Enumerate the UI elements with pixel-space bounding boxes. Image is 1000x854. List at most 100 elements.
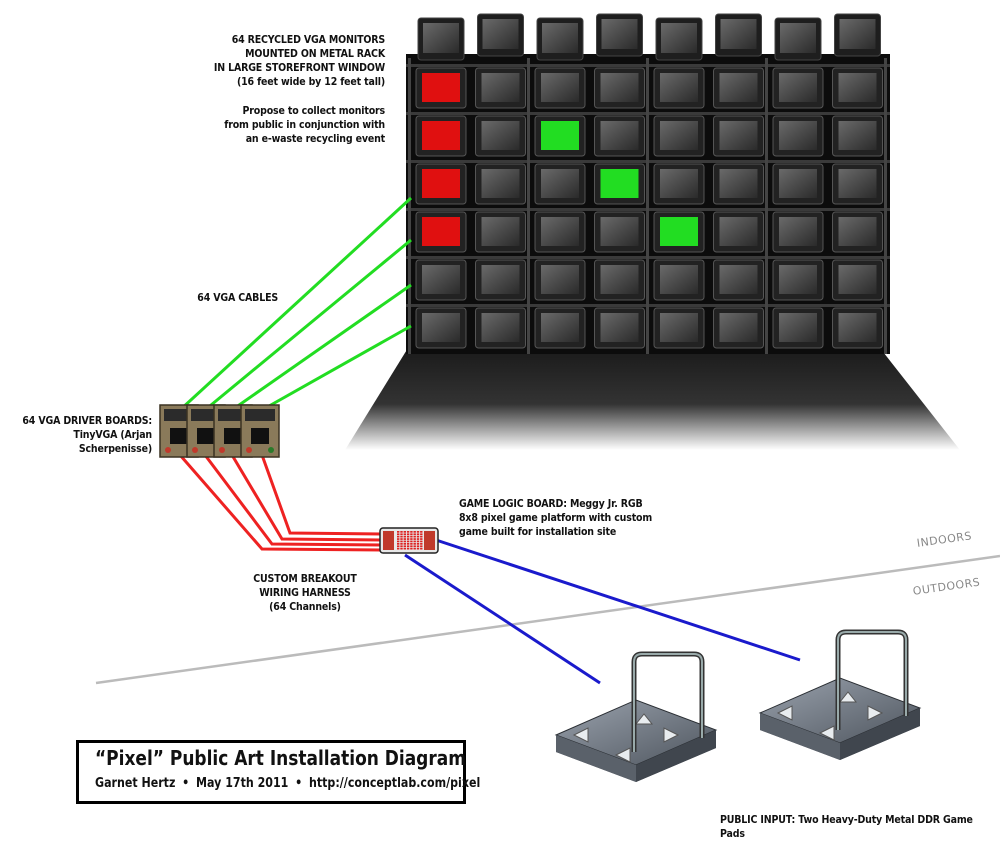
monitor [772,307,824,349]
lit-screen [422,121,460,150]
monitor [415,211,467,253]
monitor-screen [600,217,639,246]
monitor [713,163,764,205]
monitor-screen [600,73,639,102]
monitor-screen [719,217,758,246]
monitor [594,67,645,109]
monitor-screen [541,313,579,342]
monitor-screen [719,121,758,150]
game-logic-board [379,527,439,554]
monitor [832,211,883,253]
game-logic-label: GAME LOGIC BOARD: Meggy Jr. RGB 8x8 pixe… [459,497,653,538]
monitor [594,115,645,157]
ddr-game-pad [554,651,718,782]
game-pad-cables [404,538,801,685]
lit-screen [600,169,639,198]
lit-screen [660,217,698,246]
arrow-right [867,705,884,721]
monitor [653,307,705,349]
monitor-screen [481,217,520,246]
monitor-screen [541,265,579,294]
driver-boards-label: 64 VGA DRIVER BOARDS: TinyVGA (Arjan Sch… [22,414,152,455]
monitor-screen [838,313,877,342]
monitor [534,211,586,253]
monitor [653,211,705,253]
arrow-down [818,725,835,741]
monitor [713,211,764,253]
monitor [772,67,824,109]
storefront-floor [345,348,960,450]
monitor-screen [481,73,520,102]
monitor [832,163,883,205]
indoor-outdoor-boundary [95,554,1000,685]
monitor [834,13,881,57]
monitor [772,115,824,157]
monitor-screen [660,265,698,294]
separator: • [295,776,303,791]
monitor-screen [838,265,877,294]
monitor [594,259,645,301]
monitor-screen [779,217,817,246]
vga-cable [261,324,412,412]
monitor-screen [719,313,758,342]
monitor [415,115,467,157]
lit-screen [422,73,460,102]
monitor-screen [600,121,639,150]
harness-wire [260,454,385,536]
vga-cable [178,196,413,412]
monitor [713,67,764,109]
monitor [594,307,645,349]
diagram-title: “Pixel” Public Art Installation Diagram [95,746,466,770]
monitor-screen [838,73,877,102]
harness-wire [230,454,385,542]
driver-board [240,404,280,458]
monitor-screen [660,313,698,342]
wiring-harness [178,454,385,552]
lit-screen [422,217,460,246]
meggy-led-grid [397,531,423,550]
monitor [772,163,824,205]
monitor [653,67,705,109]
monitor-screen [779,121,817,150]
title-block: “Pixel” Public Art Installation Diagram … [76,740,480,804]
monitor [832,259,883,301]
vga-cables-label: 64 VGA CABLES [197,291,278,304]
monitor-wall [406,13,890,354]
monitor-screen [660,121,698,150]
monitor [534,259,586,301]
input-cable [435,538,801,662]
monitor-screen [779,265,817,294]
monitor-screen [541,169,579,198]
ddr-game-pads [554,629,922,782]
monitor [534,163,586,205]
lit-screen [422,169,460,198]
harness-wire [178,454,385,552]
monitors-label: 64 RECYCLED VGA MONITORS MOUNTED ON META… [213,33,385,88]
input-cable [404,553,601,685]
monitor [417,17,465,61]
monitor [475,163,526,205]
monitor [475,115,526,157]
monitor [534,67,586,109]
monitor-screen [541,217,579,246]
monitor-screen [838,169,877,198]
monitor-screen [838,217,877,246]
monitor [772,211,824,253]
project-url: http://conceptlab.com/pixel [309,776,481,791]
monitor [774,17,822,61]
monitor [832,307,883,349]
monitor [475,211,526,253]
monitor [653,163,705,205]
date: May 17th 2011 [196,776,289,791]
monitor [713,259,764,301]
monitor-screen [719,73,758,102]
harness-wire [203,454,385,547]
monitor [534,307,586,349]
rack-post [527,58,530,354]
monitor [596,13,643,57]
monitor-screen [779,73,817,102]
collect-label: Propose to collect monitors from public … [224,104,385,145]
public-input-label: PUBLIC INPUT: Two Heavy-Duty Metal DDR G… [720,813,973,840]
lit-screen [541,121,579,150]
